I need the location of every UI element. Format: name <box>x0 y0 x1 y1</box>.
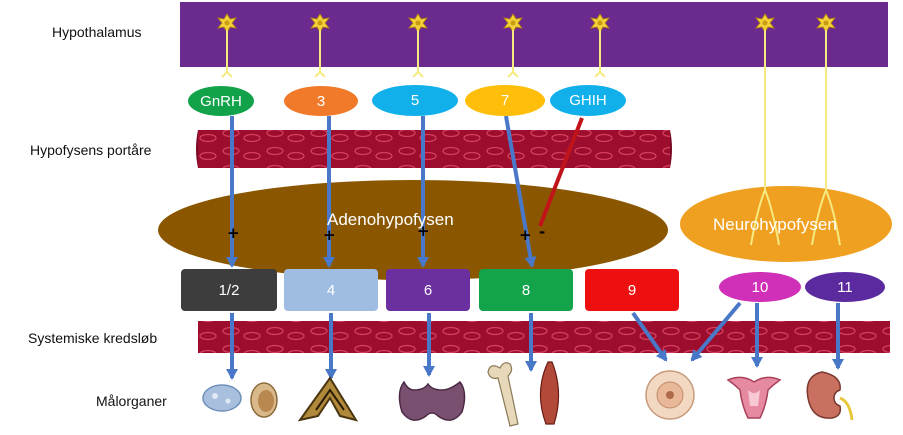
arrow-box-8-to-target <box>525 313 537 372</box>
ovary-icon <box>202 384 242 412</box>
uterus-icon <box>726 376 782 419</box>
arrow-box-4-to-target <box>325 313 337 380</box>
arrow-box-9-to-target <box>631 311 668 362</box>
hormone-3: 3 <box>284 86 358 116</box>
adrenal-gland-icon <box>297 376 359 422</box>
arrow-7-to-box <box>504 115 537 268</box>
arrow-box-11-to-target <box>832 303 844 370</box>
breast-icon <box>645 370 695 420</box>
hormone-7: 7 <box>465 85 545 116</box>
muscle-icon <box>539 361 560 425</box>
inhibition-line <box>538 117 584 227</box>
hypothalamus-band <box>180 2 888 67</box>
pituitary-box-8: 8 <box>479 269 573 311</box>
pituitary-box-10: 10 <box>719 272 801 302</box>
pituitary-box-11: 11 <box>805 272 885 302</box>
stimulation-sign-3: + <box>417 222 430 240</box>
neuron-icon <box>217 13 237 78</box>
inhibition-sign: - <box>539 223 546 241</box>
arrow-box-10-to-uterus <box>751 303 763 368</box>
pituitary-box-1-2: 1/2 <box>181 269 277 311</box>
thyroid-icon <box>398 380 466 421</box>
adenohypophysis-label: Adenohypofysen <box>327 210 454 229</box>
hormone-gnrh: GnRH <box>188 86 254 116</box>
neuron-icon <box>750 13 780 246</box>
systemic-vessel <box>198 321 890 353</box>
testis-icon <box>250 382 278 418</box>
portal-vessel <box>196 130 672 168</box>
label-hypothalamus: Hypothalamus <box>52 24 142 40</box>
kidney-icon <box>806 371 854 421</box>
label-target-organs: Målorganer <box>96 393 167 409</box>
arrow-box-1-2-to-target <box>226 313 238 380</box>
stimulation-sign-4: + <box>519 226 532 244</box>
neuron-icon <box>811 13 841 246</box>
pituitary-box-9: 9 <box>585 269 679 311</box>
neurohypophysis-label: Neurohypofysen <box>713 215 837 234</box>
stimulation-sign-2: + <box>323 226 336 244</box>
hormone-ghih: GHIH <box>550 85 626 116</box>
arrow-box-10-to-breast <box>690 301 742 362</box>
pituitary-box-4: 4 <box>284 269 378 311</box>
neuron-icon <box>408 13 428 78</box>
label-systemic-circulation: Systemiske kredsløb <box>28 330 158 346</box>
adenohypophysis-body <box>158 180 668 280</box>
arrow-5-to-box <box>417 116 429 268</box>
label-portal-vessel: Hypofysens portåre <box>30 142 152 158</box>
pituitary-box-6: 6 <box>386 269 470 311</box>
stimulation-sign-1: + <box>227 224 240 242</box>
arrow-gnrh-to-box <box>226 116 238 268</box>
arrow-3-to-box <box>323 116 335 268</box>
bone-icon <box>487 362 519 427</box>
hormone-5: 5 <box>372 85 458 116</box>
arrow-box-6-to-target <box>423 313 435 377</box>
neuron-icon <box>503 13 523 78</box>
neuron-icon <box>310 13 330 78</box>
neuron-icon <box>590 13 610 78</box>
